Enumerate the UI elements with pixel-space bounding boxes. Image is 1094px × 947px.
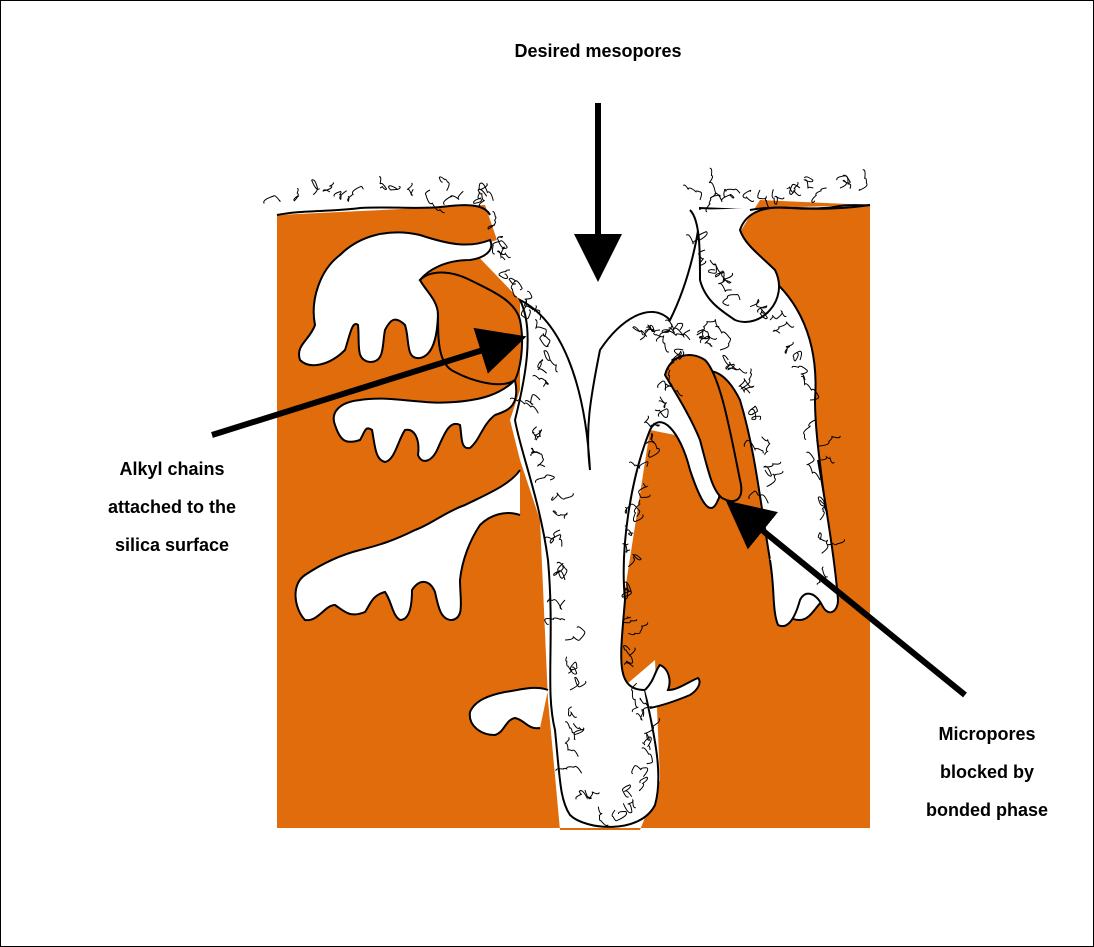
alkyl-chain (444, 191, 464, 205)
alkyl-chain (348, 186, 364, 201)
alkyl-chain (478, 189, 487, 206)
alkyl-chains-label-line2: attached to the (108, 497, 236, 517)
alkyl-chain (439, 177, 449, 191)
alkyl-chains-label-line1: Alkyl chains (119, 459, 224, 479)
alkyl-chain (389, 186, 401, 190)
alkyl-chain (264, 196, 280, 204)
alkyl-chain (312, 180, 320, 195)
micropores-label-line3: bonded phase (926, 800, 1048, 820)
alkyl-chain (407, 183, 413, 195)
alkyl-chain (334, 191, 347, 200)
micropores-label-line2: blocked by (940, 762, 1034, 782)
alkyl-chain (294, 188, 299, 200)
alkyl-chain (498, 251, 511, 260)
desired-mesopores-label: Desired mesopores (514, 41, 681, 61)
alkyl-chain (499, 270, 510, 279)
alkyl-chain (379, 177, 386, 190)
alkyl-chains-label-line3: silica surface (115, 535, 229, 555)
alkyl-chain (743, 190, 754, 201)
alkyl-chain (805, 177, 814, 189)
alkyl-chain (683, 185, 701, 200)
alkyl-chain (840, 175, 850, 188)
micropores-label-line1: Micropores (938, 724, 1035, 744)
alkyl-chain (323, 182, 333, 192)
alkyl-chain (812, 188, 827, 203)
alkyl-chain (859, 170, 867, 191)
alkyl-chain (790, 182, 800, 194)
